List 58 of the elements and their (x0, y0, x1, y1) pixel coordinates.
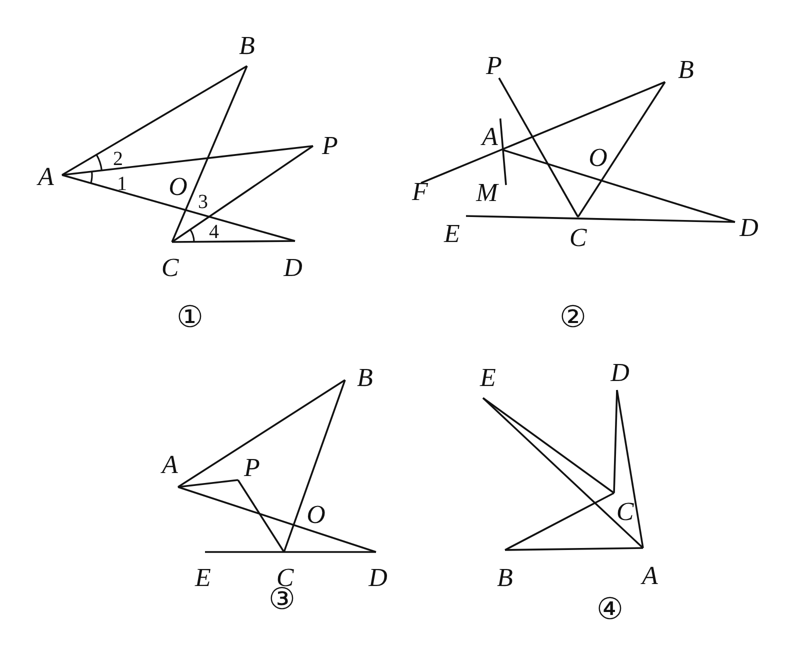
point-label: B (678, 57, 694, 83)
line-segment (613, 390, 618, 494)
figure-number: ① (176, 303, 204, 333)
line-segment (482, 397, 644, 549)
point-label: C (161, 255, 179, 281)
point-label: D (284, 255, 302, 281)
point-label: A (38, 164, 54, 190)
figure-number: ② (560, 303, 586, 333)
line-segment (172, 145, 314, 243)
point-label: E (444, 221, 460, 247)
line-segment (616, 390, 644, 548)
line-segment (466, 215, 736, 223)
point-label: B (357, 365, 373, 391)
point-label: D (610, 360, 630, 386)
point-label: D (740, 215, 758, 241)
line-segment (237, 480, 285, 552)
point-label: B (239, 33, 255, 59)
point-label: C (569, 225, 587, 251)
point-label: P (322, 133, 338, 159)
figure-number: ③ (268, 585, 296, 615)
line-segment (482, 397, 615, 494)
point-label: D (368, 565, 388, 591)
point-label: O (168, 174, 188, 200)
point-label: P (486, 53, 502, 79)
point-label: B (497, 565, 513, 591)
point-label: M (476, 180, 498, 206)
line-segment (178, 379, 346, 488)
point-label: O (588, 145, 608, 171)
line-segment (504, 547, 644, 551)
angle-number: 3 (198, 192, 208, 212)
line-segment (205, 551, 376, 553)
line-segment (171, 66, 248, 242)
point-label: E (480, 365, 496, 391)
line-segment (172, 240, 295, 243)
line-segment (420, 81, 666, 184)
line-segment (178, 486, 376, 553)
point-label: A (642, 563, 658, 589)
line-segment (502, 149, 736, 223)
point-label: F (412, 179, 428, 205)
line-segment (498, 78, 579, 218)
point-label: A (162, 452, 178, 478)
point-label: C (616, 499, 634, 525)
point-label: O (306, 502, 326, 528)
line-segment (62, 65, 248, 176)
line-segment (178, 479, 238, 488)
line-segment (283, 380, 346, 552)
line-segment (577, 82, 666, 218)
figure-number: ④ (596, 595, 624, 625)
line-segment (62, 174, 296, 242)
point-label: P (244, 455, 260, 481)
angle-number: 4 (209, 222, 219, 242)
angle-number: 2 (113, 149, 123, 169)
angle-number: 1 (117, 174, 127, 194)
point-label: A (482, 124, 498, 150)
line-segment (504, 492, 614, 551)
point-label: E (195, 565, 211, 591)
line-segment (62, 145, 314, 176)
line-segment (499, 118, 507, 186)
